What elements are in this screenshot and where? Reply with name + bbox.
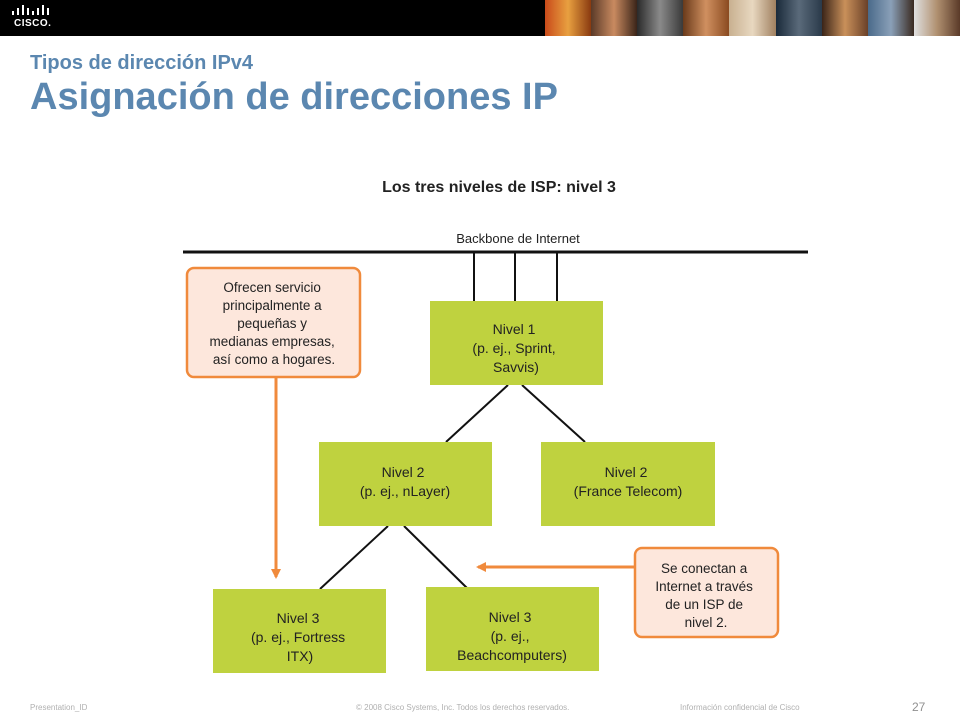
tier1-box: Nivel 1 (p. ej., Sprint, Savvis) (430, 301, 603, 385)
diagram-title: Los tres niveles de ISP: nivel 3 (382, 179, 616, 196)
tier3-right-example: (p. ej., (491, 628, 530, 644)
photo-strip (545, 0, 960, 36)
cisco-bars-icon (12, 5, 49, 15)
tier2-left-box: Nivel 2 (p. ej., nLayer) (319, 442, 492, 526)
tier2-left-label: Nivel 2 (382, 464, 425, 480)
svg-text:Nivel 3 (p. ej., Fortres: Nivel 3 (p. ej., Fortress ITX) (251, 610, 349, 664)
svg-text:Ofrecen servicio princip: Ofrecen servicio principalmente a pequeñ… (209, 280, 338, 367)
footer-confidential: Información confidencial de Cisco (680, 703, 800, 712)
photo-tile (545, 0, 592, 36)
callout-right-line: Internet a través (655, 579, 753, 594)
slide-title: Asignación de direcciones IP (30, 76, 558, 118)
svg-text:Nivel 3 (p. ej., B: Nivel 3 (p. ej., Beachcomputers) (457, 609, 567, 663)
callout-right-line: Se conectan a (661, 561, 748, 576)
tier-connector (403, 525, 469, 590)
tier2-right-example: (France Telecom) (574, 483, 683, 499)
tier1-label: Nivel 1 (493, 321, 536, 337)
callout-left-line: pequeñas y (237, 316, 307, 331)
tier3-right-label: Nivel 3 (489, 609, 532, 625)
tier1-example: (p. ej., Sprint, (472, 340, 555, 356)
photo-tile (729, 0, 776, 36)
callout-left-line: medianas empresas, (209, 334, 334, 349)
tier3-left-box: Nivel 3 (p. ej., Fortress ITX) (213, 589, 386, 673)
tier-connector (319, 525, 389, 590)
svg-text:Nivel 2 (p. ej., nLayer): Nivel 2 (p. ej., nLayer) (360, 464, 450, 499)
slide-subtitle: Tipos de dirección IPv4 (30, 52, 254, 74)
callout-left-line: así como a hogares. (213, 352, 335, 367)
tier1-example: Savvis) (493, 359, 539, 375)
header-bar: CISCO. (0, 0, 960, 36)
callout-left-line: principalmente a (223, 298, 323, 313)
tier3-left-example: ITX) (287, 648, 313, 664)
tier2-right-box: Nivel 2 (France Telecom) (541, 442, 715, 526)
tier2-right-label: Nivel 2 (605, 464, 648, 480)
tier3-left-example: (p. ej., Fortress (251, 629, 345, 645)
photo-tile (821, 0, 868, 36)
callout-right-line: nivel 2. (685, 615, 728, 630)
svg-text:Nivel 2 (France Telecom): Nivel 2 (France Telecom) (574, 464, 683, 499)
cisco-logo-text: CISCO. (14, 18, 52, 29)
photo-tile (591, 0, 638, 36)
photo-tile (637, 0, 684, 36)
svg-text:Se conectan a Internet a: Se conectan a Internet a través de un IS… (655, 561, 756, 630)
footer-copyright: © 2008 Cisco Systems, Inc. Todos los der… (356, 703, 570, 712)
callout-left: Ofrecen servicio principalmente a pequeñ… (185, 266, 362, 379)
photo-tile (683, 0, 730, 36)
tier3-right-example: Beachcomputers) (457, 647, 567, 663)
footer-presentation-id: Presentation_ID (30, 703, 88, 712)
page-number: 27 (912, 700, 926, 714)
photo-tile (913, 0, 960, 36)
tier-connector (521, 384, 586, 443)
callout-right: Se conectan a Internet a través de un IS… (633, 546, 780, 639)
callout-left-line: Ofrecen servicio (223, 280, 321, 295)
photo-tile (867, 0, 914, 36)
cisco-logo: CISCO. (10, 5, 60, 31)
svg-text:Nivel 1 (p. ej., Sprint,: Nivel 1 (p. ej., Sprint, Savvis) (472, 321, 559, 375)
tier3-left-label: Nivel 3 (277, 610, 320, 626)
photo-tile (775, 0, 822, 36)
backbone-label: Backbone de Internet (456, 231, 580, 246)
tier-connector (445, 384, 509, 443)
tier3-right-box: Nivel 3 (p. ej., Beachcomputers) (426, 587, 599, 671)
tier2-left-example: (p. ej., nLayer) (360, 483, 450, 499)
callout-right-line: de un ISP de (665, 597, 743, 612)
